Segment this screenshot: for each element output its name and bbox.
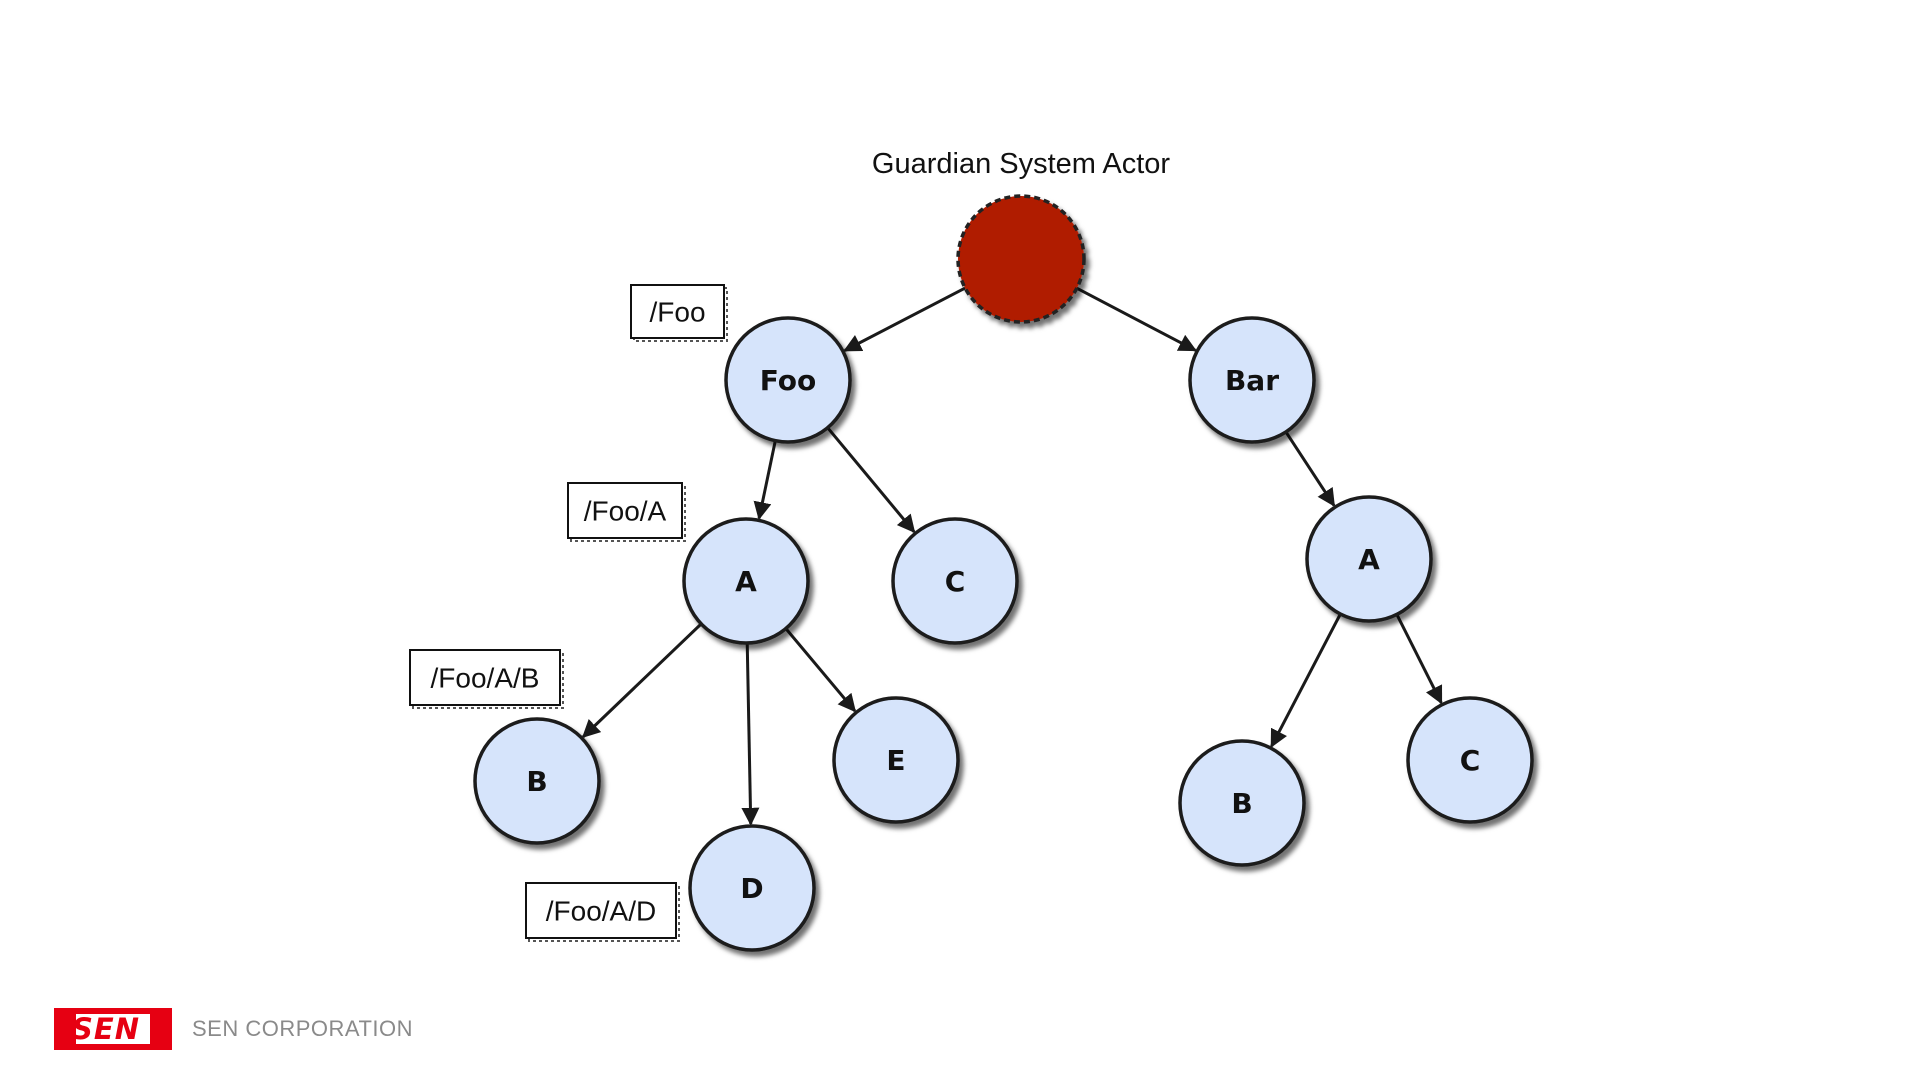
sen-logo: SEN — [54, 1008, 172, 1050]
edge-foo-a-to-foo-a-b — [581, 622, 703, 738]
actor-node-foo — [724, 316, 852, 444]
actor-label-foo: Foo — [760, 364, 816, 397]
path-label-foo-a-d: /Foo/A/D — [525, 882, 680, 942]
actor-label-foo-a: A — [735, 565, 757, 598]
actor-label-bar-a: A — [1358, 543, 1380, 576]
path-label-text: /Foo/A — [584, 496, 667, 527]
edge-bar-a-to-bar-a-b — [1270, 613, 1342, 748]
path-label-foo: /Foo — [630, 284, 728, 342]
footer: SEN SEN CORPORATION — [54, 1008, 413, 1050]
path-label-text: /Foo/A/D — [546, 896, 656, 927]
path-label-text: /Foo — [649, 297, 705, 328]
path-label-text: /Foo/A/B — [431, 663, 540, 694]
actor-node-bar — [1188, 316, 1316, 444]
actor-node-foo-a-e — [832, 696, 960, 824]
edge-root-to-bar — [1076, 286, 1197, 352]
actor-label-foo-a-b: B — [526, 765, 547, 798]
actor-node-bar-a-c — [1406, 696, 1534, 824]
edge-foo-to-foo-c — [826, 426, 916, 534]
edge-root-to-foo — [843, 286, 966, 352]
edge-foo-to-foo-a — [753, 440, 777, 521]
actor-label-bar-a-c: C — [1460, 744, 1481, 777]
actor-node-bar-a-b — [1178, 739, 1306, 867]
actor-node-foo-a — [682, 517, 810, 645]
actor-label-bar-a-b: B — [1231, 787, 1252, 820]
actor-node-foo-a-b — [473, 717, 601, 845]
guardian-title: Guardian System Actor — [872, 148, 1171, 180]
actor-label-foo-c: C — [945, 565, 966, 598]
actor-node-foo-a-d — [688, 824, 816, 952]
actor-node-bar-a — [1305, 495, 1433, 623]
path-label-foo-a: /Foo/A — [567, 482, 686, 542]
edge-foo-a-to-foo-a-d — [741, 642, 760, 826]
company-name: SEN CORPORATION — [192, 1016, 414, 1041]
actor-label-bar: Bar — [1225, 364, 1279, 397]
path-label-foo-a-b: /Foo/A/B — [409, 649, 564, 709]
logo-text: SEN — [72, 1012, 140, 1046]
edge-bar-to-bar-a — [1284, 431, 1336, 507]
actor-label-foo-a-d: D — [740, 872, 763, 905]
actor-node-foo-c — [891, 517, 1019, 645]
edge-foo-a-to-foo-a-e — [784, 627, 857, 713]
guardian-root-node — [956, 194, 1086, 324]
edge-bar-a-to-bar-a-c — [1395, 613, 1443, 705]
actor-label-foo-a-e: E — [886, 744, 905, 777]
